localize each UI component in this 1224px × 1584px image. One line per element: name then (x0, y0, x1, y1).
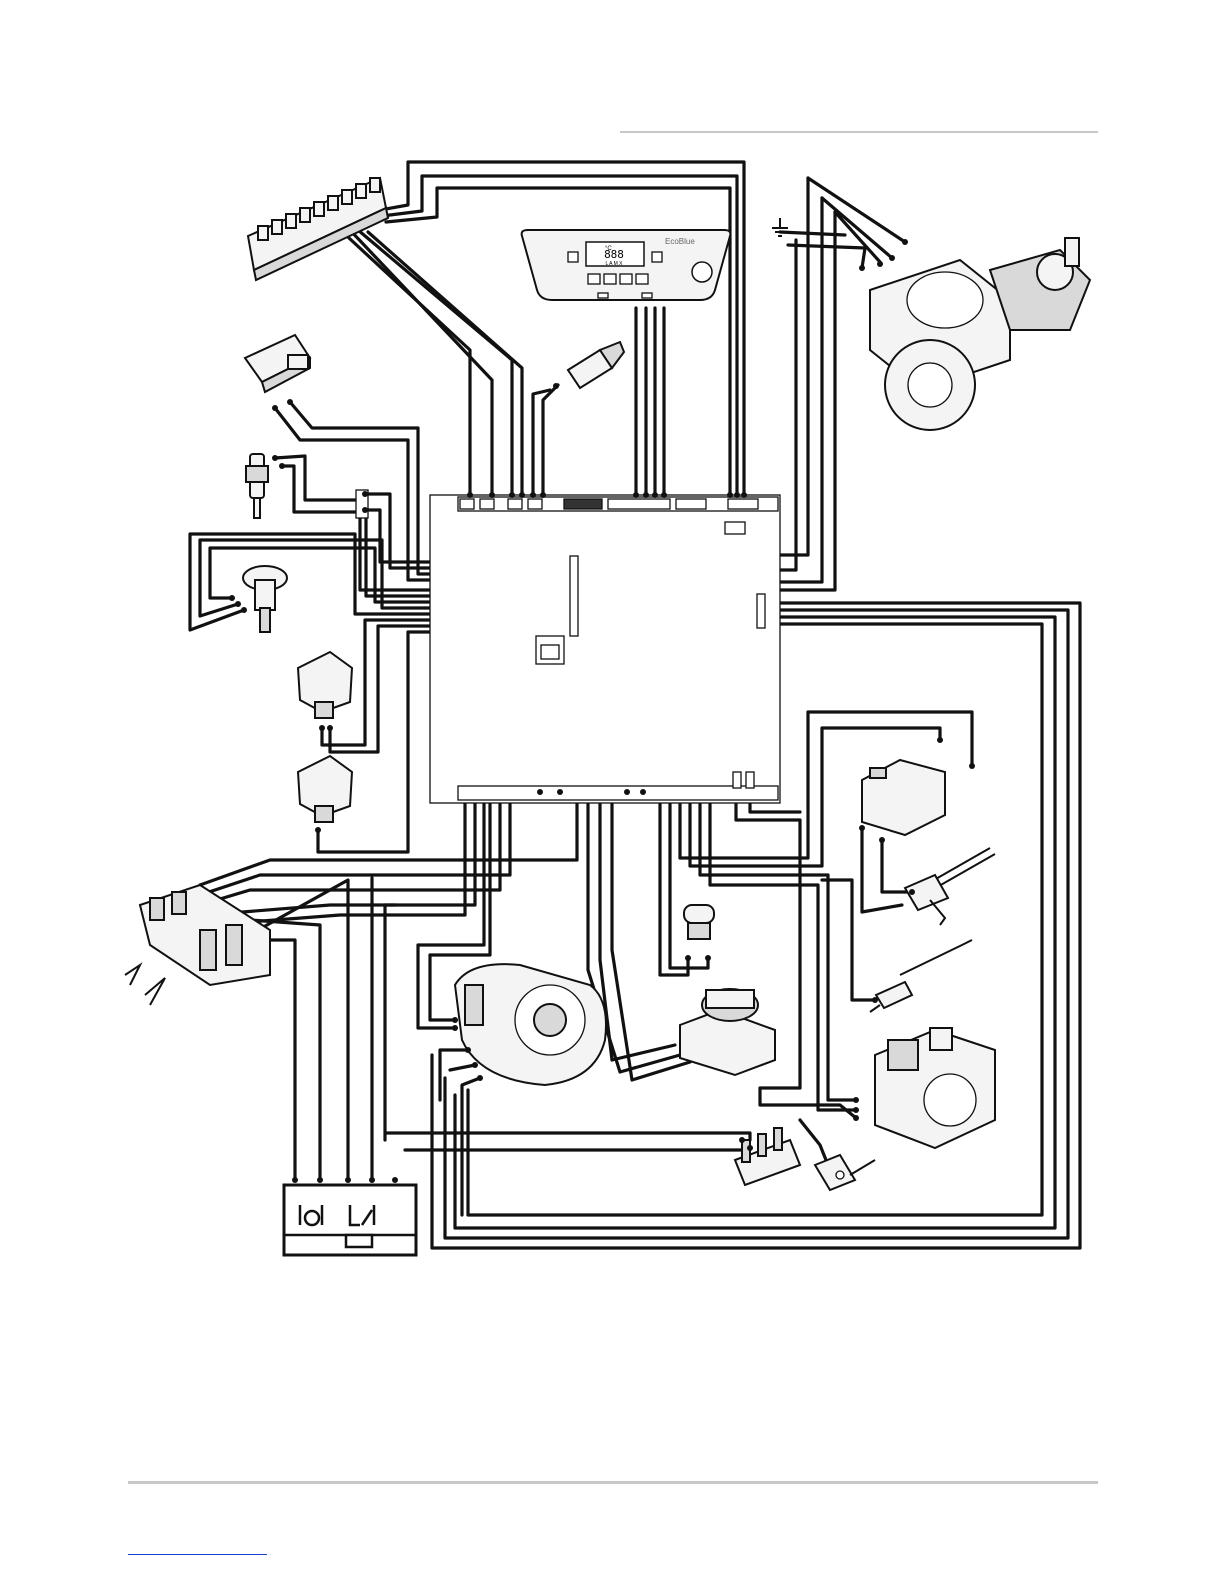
pcb-spade-2 (746, 772, 754, 788)
dhw-flow-sensor (246, 454, 285, 518)
diverter-microswitch-2 (298, 756, 352, 833)
pcb-bottom-connectors (458, 786, 778, 800)
spark-generator (859, 737, 975, 843)
display-tab-right (642, 293, 652, 298)
flow-temperature-sensor (553, 342, 624, 389)
main-pcb (430, 495, 780, 803)
external-terminal-block (125, 885, 270, 1005)
diverter-valve-actuator (680, 989, 775, 1075)
flame-sense-electrode (870, 940, 972, 1012)
lcd-mode-marks: °C (605, 246, 612, 252)
inline-connector (356, 490, 368, 518)
pcb-left-connector (570, 556, 578, 636)
diverter-microswitch-1 (298, 652, 352, 731)
earth-spade-block (735, 1128, 800, 1185)
spark-electrode (905, 848, 995, 925)
mains-terminal-block (248, 178, 388, 280)
display-tab-left (598, 293, 608, 298)
lcd-unit-row: L A M X (605, 261, 623, 267)
pcb-right-connector (757, 594, 765, 628)
fan (452, 964, 606, 1085)
pcb-programming-header (725, 522, 745, 534)
gas-valve (853, 1028, 995, 1148)
brand-label: EcoBlue (665, 237, 695, 246)
pump (859, 238, 1090, 430)
water-pressure-sensor (229, 566, 287, 632)
earth-tag (815, 1155, 875, 1190)
switch-box (284, 1177, 416, 1255)
user-control-display: 888 °C L A M X EcoBlue (522, 230, 731, 300)
display-button-left (568, 252, 578, 262)
pcb-rj-socket-inner (541, 645, 559, 659)
overheat-thermostat (684, 905, 714, 961)
fan-pressure-switch (245, 335, 310, 411)
pressure-gauge-icon (692, 262, 712, 282)
pcb-spade-1 (733, 772, 741, 788)
display-button-right (652, 252, 662, 262)
